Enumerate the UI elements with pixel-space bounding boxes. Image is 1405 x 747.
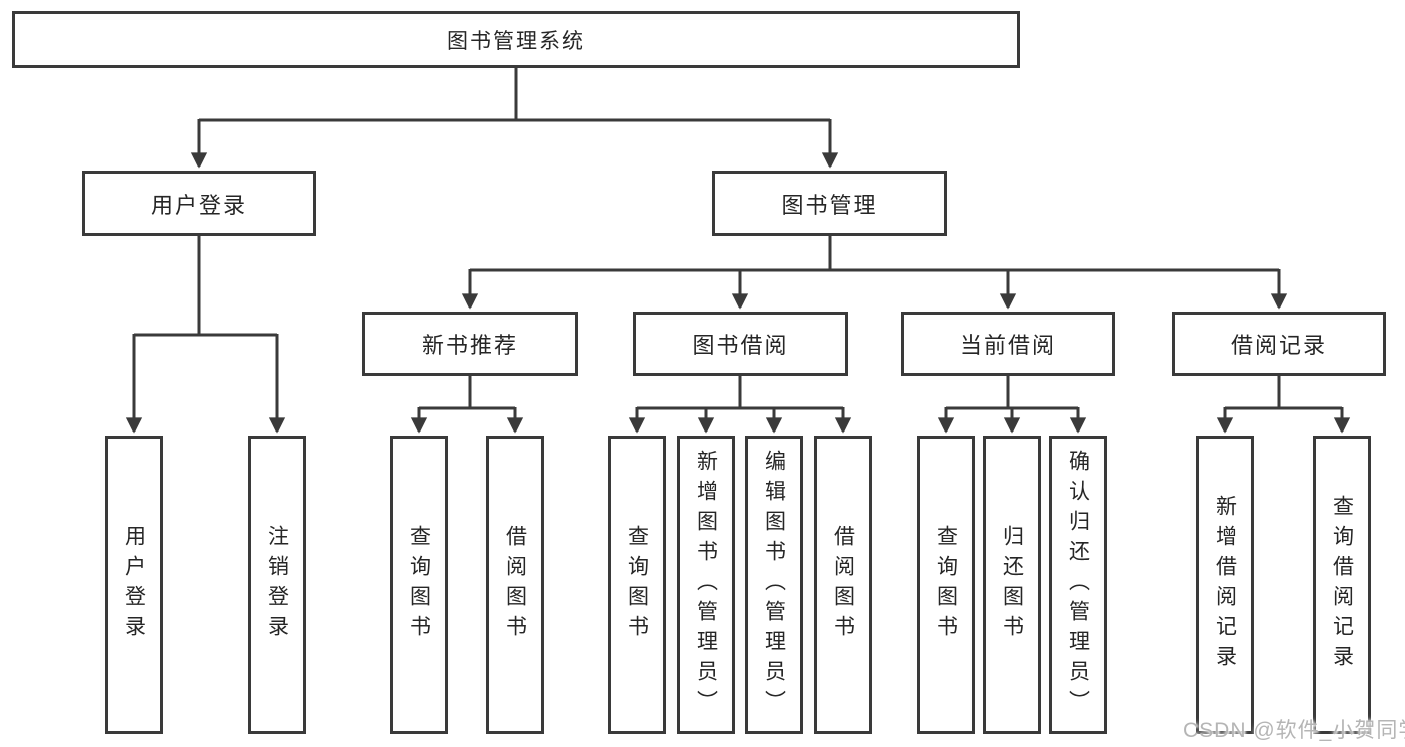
leaf-borrow-books: 借阅图书: [814, 436, 872, 734]
leaf-add-books-admin: 新增图书（管理员）: [677, 436, 735, 734]
node-new-book-recommend: 新书推荐: [362, 312, 578, 376]
leaf-borrow-books-recommend: 借阅图书: [486, 436, 544, 734]
node-current-borrowing: 当前借阅: [901, 312, 1115, 376]
node-book-borrowing: 图书借阅: [633, 312, 848, 376]
leaf-query-books-recommend: 查询图书: [390, 436, 448, 734]
csdn-watermark: CSDN @软件_小贺同学: [1183, 719, 1405, 742]
node-label: 图书管理: [781, 192, 878, 218]
node-label: 查询图书: [625, 525, 649, 645]
node-label: 图书借阅: [692, 333, 789, 358]
node-label: 新书推荐: [421, 333, 518, 358]
leaf-query-books-borrowing: 查询图书: [608, 436, 666, 734]
node-label: 查询借阅记录: [1330, 495, 1354, 675]
node-user-login: 用户登录: [82, 171, 316, 236]
node-label: 借阅图书: [831, 525, 855, 645]
node-label: 确认归还（管理员）: [1066, 450, 1090, 720]
node-borrowing-records: 借阅记录: [1172, 312, 1386, 376]
node-label: 借阅记录: [1230, 333, 1327, 358]
leaf-edit-books-admin: 编辑图书（管理员）: [745, 436, 803, 734]
node-label: 编辑图书（管理员）: [762, 450, 786, 720]
node-library-system-root: 图书管理系统: [12, 11, 1020, 68]
leaf-query-borrow-record: 查询借阅记录: [1313, 436, 1371, 734]
node-label: 新增图书（管理员）: [694, 450, 718, 720]
node-label: 当前借阅: [959, 333, 1056, 358]
leaf-user-login: 用户登录: [105, 436, 163, 734]
node-label: 图书管理系统: [447, 29, 585, 53]
node-label: 归还图书: [1000, 525, 1024, 645]
node-label: 查询图书: [934, 525, 958, 645]
node-book-management: 图书管理: [712, 171, 947, 236]
leaf-query-books-current: 查询图书: [917, 436, 975, 734]
node-label: 新增借阅记录: [1213, 495, 1237, 675]
leaf-confirm-return-admin: 确认归还（管理员）: [1049, 436, 1107, 734]
node-label: 借阅图书: [503, 525, 527, 645]
node-label: 用户登录: [122, 525, 146, 645]
leaf-add-borrow-record: 新增借阅记录: [1196, 436, 1254, 734]
leaf-return-books: 归还图书: [983, 436, 1041, 734]
leaf-logout: 注销登录: [248, 436, 306, 734]
node-label: 查询图书: [407, 525, 431, 645]
node-label: 注销登录: [265, 525, 289, 645]
node-label: 用户登录: [150, 192, 247, 218]
